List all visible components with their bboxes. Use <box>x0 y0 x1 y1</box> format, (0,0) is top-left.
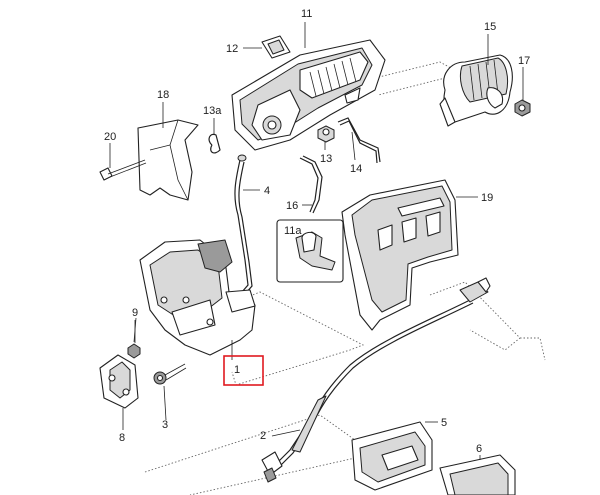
callout-6: 6 <box>476 443 482 455</box>
callout-4: 4 <box>264 185 270 197</box>
callout-leader-lines <box>109 22 524 460</box>
inner-panel-part-19 <box>341 179 459 331</box>
callout-2: 2 <box>260 430 266 442</box>
screw-part-20 <box>99 159 147 181</box>
callout-19: 19 <box>481 192 493 204</box>
callout-1: 1 <box>234 364 240 376</box>
callout-9: 9 <box>132 307 138 319</box>
screw-part-9 <box>127 317 141 359</box>
rod-part-16 <box>299 155 323 214</box>
rod-part-14 <box>337 117 381 164</box>
nut-part-17 <box>514 99 531 117</box>
callout-15: 15 <box>484 21 496 33</box>
callout-12: 12 <box>226 43 238 55</box>
callout-13: 13 <box>320 153 332 165</box>
cable-part-2 <box>261 277 491 483</box>
lock-cylinder-part-15 <box>439 54 513 127</box>
inner-handle-part-5 <box>351 421 433 491</box>
outer-door-handle-part-11 <box>231 39 386 151</box>
callout-11: 11 <box>301 8 312 20</box>
callout-16: 16 <box>286 200 298 212</box>
callout-5: 5 <box>441 417 447 429</box>
bracket-part-18 <box>137 119 199 201</box>
gasket-part-12 <box>261 35 291 59</box>
callout-17: 17 <box>518 55 530 67</box>
link-rod-part-4 <box>234 154 253 303</box>
callout-11a: 11a <box>284 225 302 237</box>
callout-13a: 13a <box>203 105 222 117</box>
callout-14: 14 <box>350 163 362 175</box>
bezel-part-6 <box>439 454 516 495</box>
bushing-part-13 <box>317 125 335 143</box>
door-lock-part-1 <box>139 239 256 356</box>
callout-labels: 11 12 15 17 18 13a 20 13 14 4 16 19 11a … <box>104 8 530 455</box>
clip-part-13a <box>208 133 221 154</box>
callout-3: 3 <box>162 419 168 431</box>
callout-8: 8 <box>119 432 125 444</box>
handle-mechanism-ribs <box>309 57 357 97</box>
striker-plate-part-8 <box>99 354 139 409</box>
detail-box-11a <box>276 219 344 283</box>
callout-18: 18 <box>157 89 169 101</box>
highlight-box-callout-1 <box>223 355 264 386</box>
callout-20: 20 <box>104 131 116 143</box>
bolt-part-3 <box>153 363 187 385</box>
